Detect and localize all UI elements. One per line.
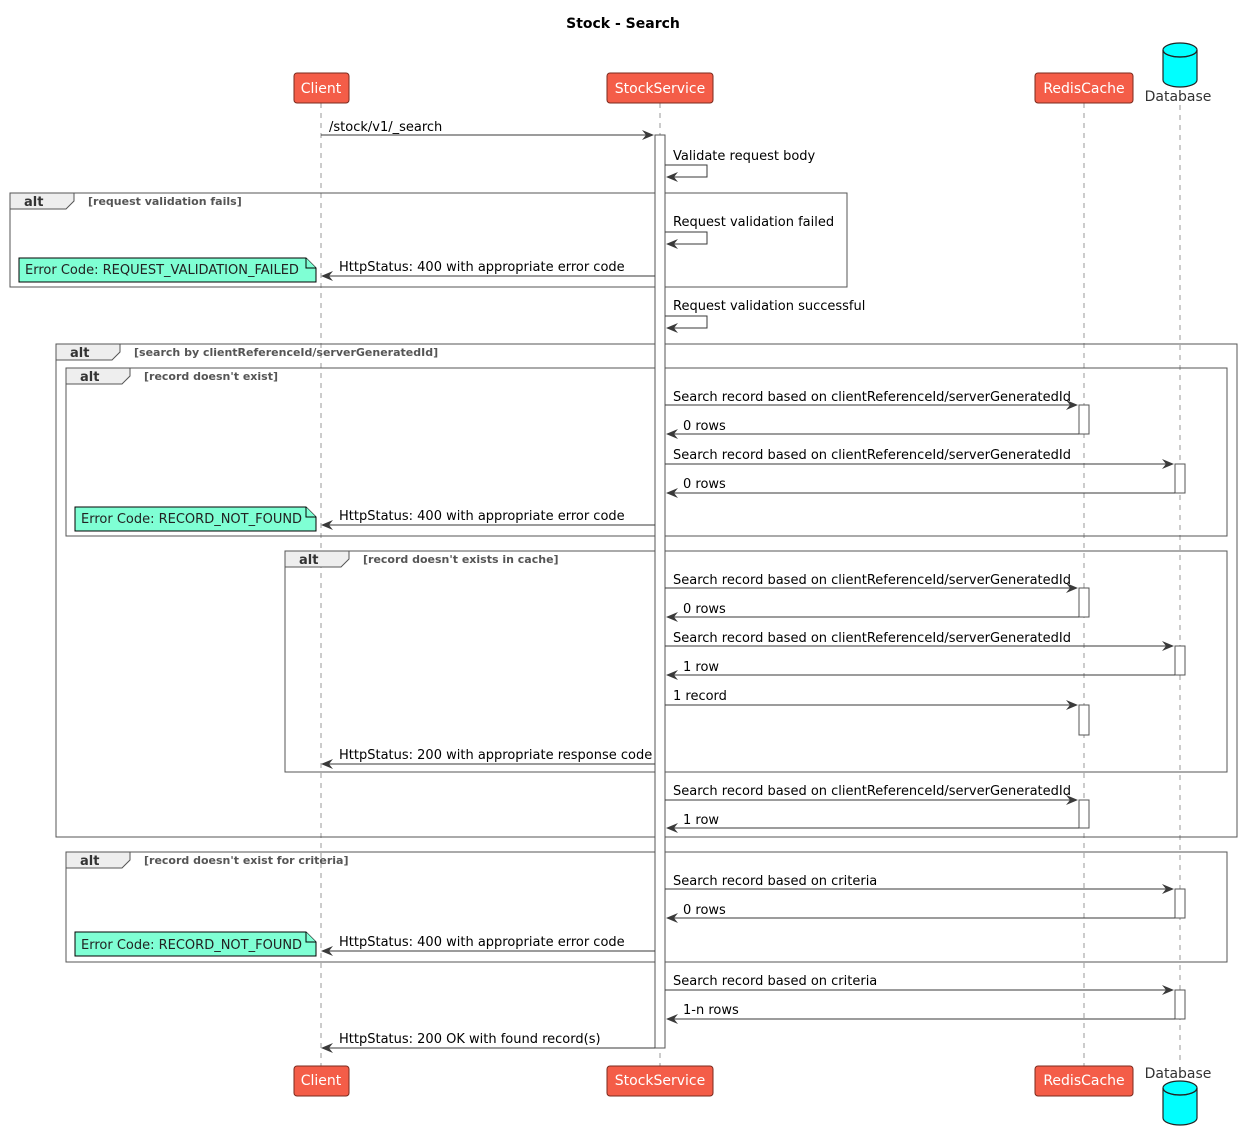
participant-label: Client [301,81,342,97]
participant-label: StockService [615,81,706,97]
service-activation [654,134,666,1049]
message-arrow: HttpStatus: 200 OK with found record(s) [321,1032,655,1053]
alt-keyword: alt [24,195,43,210]
message-arrow: Search record based on clientReferenceId… [665,631,1174,651]
database-icon [1162,1080,1198,1126]
message-label: Search record based on clientReferenceId… [673,784,1071,799]
alt-keyword: alt [299,553,318,568]
participant-label: StockService [615,1073,706,1089]
message-arrow: 1 row [666,813,1079,833]
message-label: HttpStatus: 200 OK with found record(s) [339,1032,601,1047]
message-label: 0 rows [683,419,726,434]
message-arrow: /stock/v1/_search [321,120,654,140]
message-arrow: 0 rows [666,419,1079,439]
message-label: Request validation successful [673,299,865,314]
message-label: Request validation failed [673,215,834,230]
alt-keyword: alt [70,346,89,361]
participant-service-top: StockService [606,72,714,104]
participant-cache-top: RedisCache [1034,72,1134,104]
message-arrow: 0 rows [666,903,1175,923]
alt-guard: [record doesn't exists in cache] [363,553,559,566]
note-record-not-found: Error Code: RECORD_NOT_FOUND [74,931,317,957]
message-label: Search record based on clientReferenceId… [673,631,1071,646]
alt-guard: [record doesn't exist] [144,370,278,383]
message-arrow: Search record based on clientReferenceId… [665,573,1078,593]
message-label: 1 record [673,689,727,704]
note-text: Error Code: RECORD_NOT_FOUND [81,938,302,953]
message-label: Search record based on criteria [673,874,877,889]
message-arrow: 0 rows [666,477,1175,498]
message-arrow: Search record based on clientReferenceId… [665,784,1078,805]
database-activation [1174,989,1186,1020]
alt-keyword: alt [80,854,99,869]
message-arrow: HttpStatus: 400 with appropriate error c… [321,509,655,530]
message-label: 1 row [683,660,719,675]
self-message-arrow: Validate request body [665,149,816,182]
note-text: Error Code: REQUEST_VALIDATION_FAILED [25,263,299,278]
message-label: 1-n rows [683,1003,739,1018]
database-activation [1174,888,1186,919]
self-message-arrow: Request validation successful [665,299,865,333]
note-request-validation-failed: Error Code: REQUEST_VALIDATION_FAILED [18,257,317,283]
message-arrow: HttpStatus: 400 with appropriate error c… [321,260,655,281]
message-arrow: 1 row [666,660,1175,680]
message-label: Search record based on clientReferenceId… [673,573,1071,588]
message-arrow: Search record based on clientReferenceId… [665,390,1078,410]
alt-guard: [search by clientReferenceId/serverGener… [134,346,438,359]
cache-activation [1078,587,1090,618]
message-label: 1 row [683,813,719,828]
database-icon [1162,42,1198,88]
cache-activation [1078,704,1090,736]
message-arrow: Search record based on criteria [665,874,1174,894]
participant-client-top: Client [293,72,350,104]
message-arrow: 0 rows [666,602,1079,622]
participant-database-bottom: Database [1145,1066,1212,1126]
participant-label: RedisCache [1043,81,1124,97]
message-arrow: Search record based on clientReferenceId… [665,448,1174,469]
message-label: Search record based on clientReferenceId… [673,390,1071,405]
database-activation [1174,645,1186,676]
alt-frame-request-validation-fails: alt [request validation fails] [9,192,848,288]
message-label: HttpStatus: 400 with appropriate error c… [339,935,625,950]
self-message-arrow: Request validation failed [665,215,834,249]
participant-service-bottom: StockService [606,1065,714,1097]
message-label: HttpStatus: 400 with appropriate error c… [339,509,625,524]
message-label: Search record based on clientReferenceId… [673,448,1071,463]
message-arrow: Search record based on criteria [665,974,1174,995]
message-arrow: HttpStatus: 200 with appropriate respons… [321,748,655,769]
note-text: Error Code: RECORD_NOT_FOUND [81,512,302,527]
alt-frame-record-doesnt-exist-criteria: alt [record doesn't exist for criteria] [65,851,1228,963]
message-label: Validate request body [673,149,816,164]
message-arrow: 1 record [665,689,1078,710]
message-label: 0 rows [683,477,726,492]
participant-label: Database [1145,1066,1212,1082]
diagram-title: Stock - Search [566,16,680,32]
note-record-not-found: Error Code: RECORD_NOT_FOUND [74,506,317,532]
message-label: Search record based on criteria [673,974,877,989]
participant-client-bottom: Client [293,1065,350,1097]
message-label: HttpStatus: 400 with appropriate error c… [339,260,625,275]
participant-label: RedisCache [1043,1073,1124,1089]
message-label: 0 rows [683,903,726,918]
alt-keyword: alt [80,370,99,385]
alt-guard: [record doesn't exist for criteria] [144,854,348,867]
participant-cache-bottom: RedisCache [1034,1065,1134,1097]
database-activation [1174,463,1186,494]
message-arrow: 1-n rows [666,1003,1175,1024]
participant-database-top: Database [1145,42,1212,105]
message-arrow: HttpStatus: 400 with appropriate error c… [321,935,655,956]
alt-frame-record-doesnt-exist: alt [record doesn't exist] [65,367,1228,537]
alt-guard: [request validation fails] [88,195,242,208]
cache-activation [1078,799,1090,829]
message-label: /stock/v1/_search [329,120,442,135]
alt-frame-search-by-id: alt [search by clientReferenceId/serverG… [55,343,1238,838]
alt-frame-record-not-in-cache: alt [record doesn't exists in cache] [284,550,1228,773]
participant-label: Client [301,1073,342,1089]
participant-label: Database [1145,89,1212,105]
cache-activation [1078,404,1090,435]
message-label: HttpStatus: 200 with appropriate respons… [339,748,652,763]
message-label: 0 rows [683,602,726,617]
